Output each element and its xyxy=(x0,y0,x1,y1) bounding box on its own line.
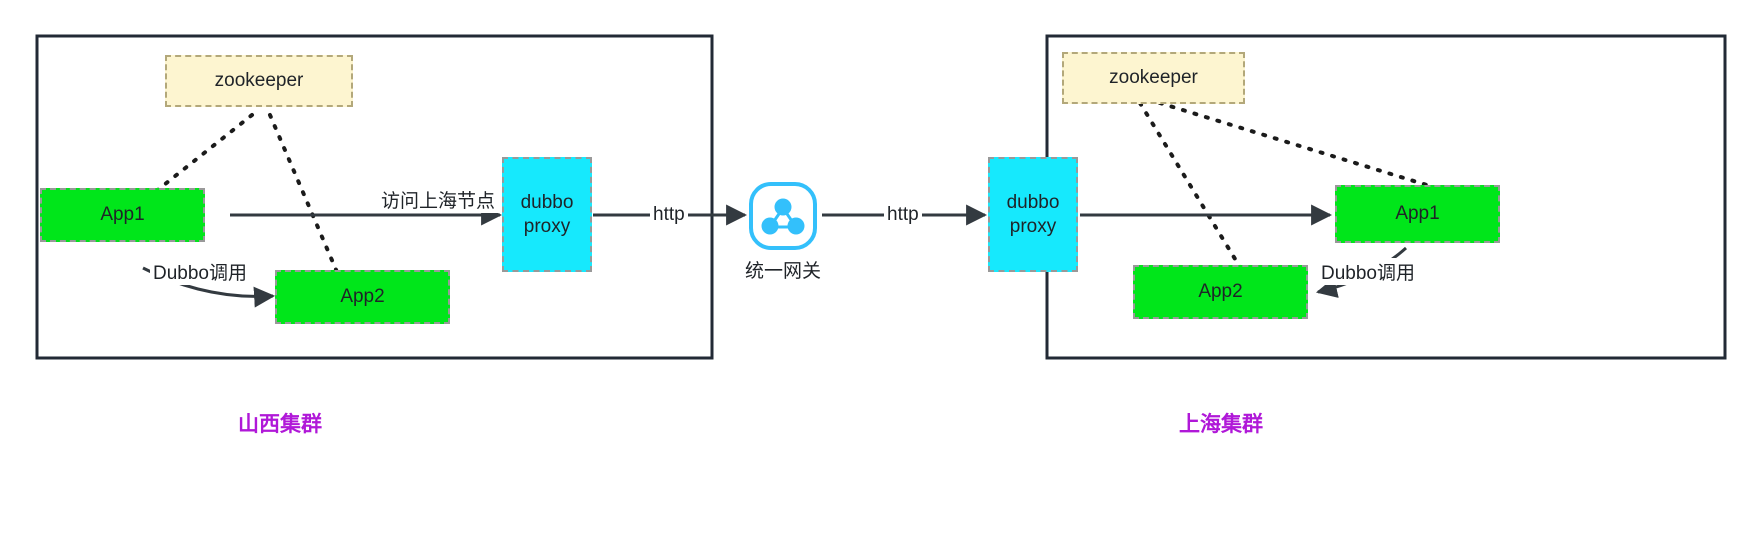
right-app2-label: App2 xyxy=(1198,281,1243,303)
right-zookeeper-node[interactable]: zookeeper xyxy=(1062,52,1245,104)
left-dubbo-call-edge-label: Dubbo调用 xyxy=(150,258,250,285)
right-dubbo-proxy-label-line2: proxy xyxy=(1009,215,1057,237)
http-out-edge-label: http xyxy=(884,204,922,226)
left-app2-node[interactable]: App2 xyxy=(275,270,450,324)
left-zookeeper-label: zookeeper xyxy=(214,70,304,92)
left-dubbo-proxy-label-line2: proxy xyxy=(523,215,571,237)
right-app1-label: App1 xyxy=(1395,203,1440,225)
unified-gateway-caption: 统一网关 xyxy=(745,261,822,282)
left-cluster-label: 山西集群 xyxy=(238,413,322,436)
right-dubbo-proxy-node[interactable]: dubbo proxy xyxy=(988,157,1078,272)
right-app2-node[interactable]: App2 xyxy=(1133,265,1308,319)
right-cluster-label: 上海集群 xyxy=(1179,413,1263,436)
right-dubbo-proxy-label-line1: dubbo xyxy=(1006,191,1060,213)
left-dubbo-proxy-label-line1: dubbo xyxy=(520,191,574,213)
network-share-icon xyxy=(749,182,817,250)
left-zookeeper-node[interactable]: zookeeper xyxy=(165,55,353,107)
left-zk-to-app1-dotted xyxy=(128,113,254,214)
left-zk-to-app2-dotted xyxy=(268,113,339,274)
right-zk-to-app2-dotted xyxy=(1138,101,1245,274)
left-access-shanghai-edge-label: 访问上海节点 xyxy=(378,186,499,213)
http-in-edge-label: http xyxy=(650,204,688,226)
right-app1-node[interactable]: App1 xyxy=(1335,185,1500,243)
left-app2-label: App2 xyxy=(340,286,385,308)
unified-gateway-node[interactable] xyxy=(747,180,819,252)
left-cluster-box xyxy=(35,34,714,360)
right-dubbo-call-edge-label: Dubbo调用 xyxy=(1318,258,1418,285)
left-app1-node[interactable]: App1 xyxy=(40,188,205,242)
right-zk-to-app1-dotted xyxy=(1158,101,1432,188)
left-dubbo-proxy-node[interactable]: dubbo proxy xyxy=(502,157,592,272)
right-zookeeper-label: zookeeper xyxy=(1109,67,1198,89)
left-app1-label: App1 xyxy=(100,204,145,226)
